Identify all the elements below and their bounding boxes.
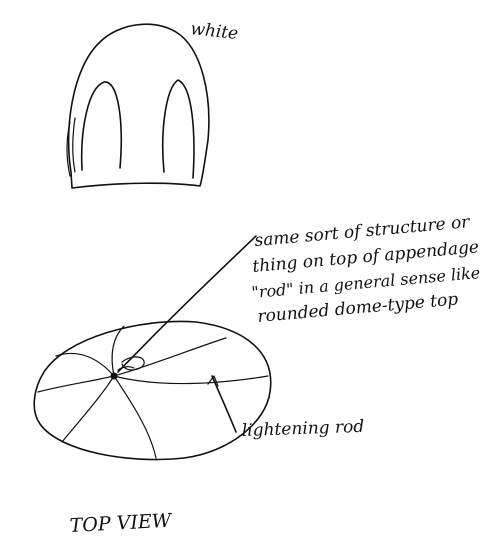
rib-6 [62,376,114,442]
dome-side-view [67,24,209,188]
rib-1 [56,353,114,376]
color-note-label: white [189,19,239,44]
dome-top-view [34,321,271,459]
dome-right-arch [163,80,194,178]
rib-5 [114,376,156,458]
rod-label: lightening rod [241,417,364,441]
rod-leader-line [212,376,236,432]
annotation-block: same sort of structure or thing on top o… [251,212,481,327]
top-view-outline [34,321,271,459]
dome-left-arch [82,82,122,170]
dome-outline [69,24,209,188]
rib-7 [38,376,114,392]
view-title: TOP VIEW [69,510,173,537]
dome-left-stroke-2 [73,118,75,172]
rib-4 [114,376,268,384]
